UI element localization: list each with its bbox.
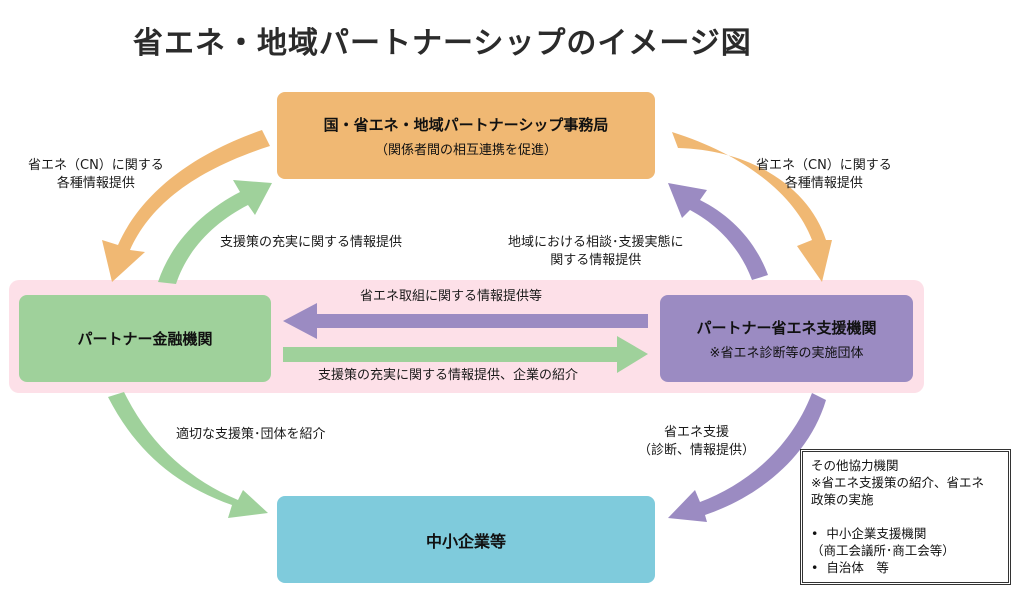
node-hq-sub: （関係者間の相互連携を促進）: [374, 142, 557, 158]
arrow-finance-to-sme: [108, 392, 268, 518]
node-sme: 中小企業等: [277, 496, 655, 583]
other-note-line1: ※省エネ支援策の紹介、省エネ: [811, 475, 984, 490]
arrow-finance-to-hq: [158, 180, 272, 284]
label-hq-to-finance: 省エネ（CN）に関する 各種情報提供: [28, 158, 164, 191]
label-support-to-hq: 地域における相談･支援実態に 関する情報提供: [508, 235, 684, 268]
node-hq: 国・省エネ・地域パートナーシップ事務局 （関係者間の相互連携を促進）: [277, 92, 655, 179]
other-item: • 自治体 等: [811, 560, 889, 575]
label-finance-to-support: 支援策の充実に関する情報提供、企業の紹介: [318, 368, 579, 383]
other-partners-box: その他協力機関 ※省エネ支援策の紹介、省エネ 政策の実施 • 中小企業支援機関 …: [800, 449, 1011, 585]
arrow-support-to-finance: [283, 303, 648, 339]
node-sme-title: 中小企業等: [425, 531, 506, 551]
node-finance: パートナー金融機関: [19, 295, 271, 382]
arrow-support-to-sme: [668, 393, 826, 522]
other-item: （商工会議所･商工会等）: [811, 543, 955, 558]
diagram-title: 省エネ・地域パートナーシップのイメージ図: [133, 26, 752, 61]
label-support-to-sme: 省エネ支援 （診断、情報提供）: [638, 425, 756, 458]
bullet-icon: •: [811, 560, 819, 575]
label-hq-to-support: 省エネ（CN）に関する 各種情報提供: [756, 158, 892, 191]
arrow-hq-to-finance: [102, 130, 270, 282]
other-item: • 中小企業支援機関: [811, 526, 927, 541]
node-hq-title: 国・省エネ・地域パートナーシップ事務局: [323, 115, 609, 134]
other-note-line2: 政策の実施: [811, 492, 874, 507]
node-support: パートナー省エネ支援機関 ※省エネ診断等の実施団体: [660, 295, 913, 382]
node-finance-title: パートナー金融機関: [77, 330, 213, 348]
arrow-hq-to-support: [672, 132, 832, 282]
bullet-icon: •: [811, 526, 819, 541]
arrow-finance-to-support: [283, 336, 648, 373]
node-support-title: パートナー省エネ支援機関: [696, 318, 877, 337]
arrow-support-to-hq: [668, 183, 768, 280]
label-finance-to-sme: 適切な支援策･団体を紹介: [176, 427, 326, 442]
label-support-to-finance: 省エネ取組に関する情報提供等: [360, 289, 543, 304]
other-heading: その他協力機関: [811, 458, 899, 473]
node-support-sub: ※省エネ診断等の実施団体: [709, 345, 864, 361]
label-finance-to-hq: 支援策の充実に関する情報提供: [220, 235, 403, 250]
